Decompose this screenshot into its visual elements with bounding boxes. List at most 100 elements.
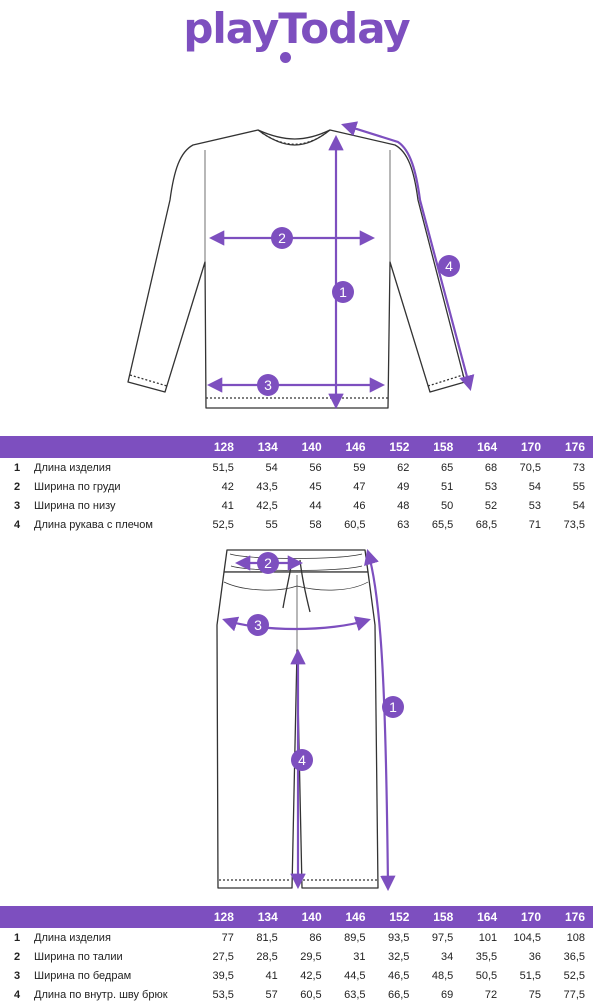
table-cell: 41 — [221, 499, 234, 512]
svg-text:2: 2 — [264, 555, 272, 571]
table-cell: 97,5 — [431, 931, 454, 944]
table-cell: 53 — [484, 480, 498, 493]
row-label: Длина изделия — [34, 931, 111, 944]
svg-text:1: 1 — [389, 699, 397, 715]
row-number: 1 — [14, 461, 21, 474]
table-cell: 63 — [397, 518, 410, 531]
table-cell: 54 — [265, 461, 278, 474]
table-cell: 68,5 — [475, 518, 498, 531]
pants-size-table: 128 134 140 146 152 158 164 170 176 1 Дл… — [0, 906, 593, 1004]
table-cell: 77 — [221, 931, 234, 944]
pants-marker-4: 4 — [291, 749, 313, 771]
table-cell: 36,5 — [563, 950, 585, 963]
table-cell: 44 — [309, 499, 322, 512]
size-header: 152 — [389, 440, 410, 454]
table-row: 4 Длина по внутр. шву брюк 53,5 57 60,5 … — [0, 985, 593, 1004]
table-row: 1 Длина изделия 77 81,5 86 89,5 93,5 97,… — [0, 928, 593, 947]
brand-logo: playToday — [183, 4, 410, 53]
table-cell: 63,5 — [344, 988, 366, 1001]
table-cell: 51,5 — [519, 969, 541, 982]
size-header: 134 — [257, 910, 278, 924]
table-cell: 31 — [353, 950, 366, 963]
table-cell: 60,5 — [344, 518, 366, 531]
table-cell: 53,5 — [212, 988, 234, 1001]
size-header: 128 — [213, 440, 234, 454]
table-cell: 53 — [528, 499, 541, 512]
table-cell: 68 — [484, 461, 498, 474]
table-cell: 75 — [528, 988, 541, 1001]
table-row: 3 Ширина по низу 41 42,5 44 46 48 50 52 … — [0, 496, 593, 515]
table-cell: 49 — [397, 480, 410, 493]
top-measure-lines — [206, 121, 475, 410]
table-cell: 45 — [309, 480, 322, 493]
top-marker-4: 4 — [438, 255, 460, 277]
table-cell: 36 — [528, 950, 541, 963]
table-cell: 39,5 — [212, 969, 234, 982]
table-cell: 48 — [397, 499, 410, 512]
svg-text:3: 3 — [254, 617, 262, 633]
row-number: 3 — [14, 499, 21, 512]
svg-text:4: 4 — [298, 752, 306, 768]
row-label: Ширина по бедрам — [34, 969, 132, 982]
row-number: 3 — [14, 969, 21, 982]
table-cell: 62 — [397, 461, 410, 474]
table-row: 2 Ширина по груди 42 43,5 45 47 49 51 53… — [0, 477, 593, 496]
table-cell: 42,5 — [300, 969, 322, 982]
size-header: 176 — [564, 440, 585, 454]
table-cell: 86 — [309, 931, 322, 944]
top-size-table: 128 134 140 146 152 158 164 170 176 1 Дл… — [0, 436, 593, 534]
table-cell: 58 — [309, 518, 322, 531]
table-cell: 52,5 — [212, 518, 234, 531]
size-header: 152 — [389, 910, 410, 924]
top-marker-1: 1 — [332, 281, 354, 303]
size-header: 128 — [213, 910, 234, 924]
size-header: 170 — [520, 440, 541, 454]
table-cell: 42 — [221, 480, 234, 493]
table-row: 3 Ширина по бедрам 39,5 41 42,5 44,5 46,… — [0, 966, 593, 985]
row-number: 4 — [14, 518, 21, 531]
top-marker-3: 3 — [257, 374, 279, 396]
table-cell: 42,5 — [256, 499, 278, 512]
table-cell: 65 — [441, 461, 454, 474]
brand-logo-dot — [280, 52, 291, 63]
row-number: 2 — [14, 950, 21, 963]
row-label: Длина по внутр. шву брюк — [34, 988, 168, 1001]
row-label: Ширина по талии — [34, 950, 123, 963]
size-header: 164 — [477, 910, 498, 924]
table-cell: 73 — [572, 461, 585, 474]
table-cell: 66,5 — [387, 988, 410, 1001]
pants-marker-1: 1 — [382, 696, 404, 718]
size-header: 134 — [257, 440, 278, 454]
svg-text:1: 1 — [339, 284, 347, 300]
table-cell: 50 — [441, 499, 454, 512]
table-cell: 48,5 — [431, 969, 454, 982]
pants-marker-3: 3 — [247, 614, 269, 636]
table-cell: 46 — [353, 499, 366, 512]
size-header: 140 — [301, 910, 322, 924]
table-cell: 56 — [309, 461, 322, 474]
table-row: 1 Длина изделия 51,5 54 56 59 62 65 68 7… — [0, 458, 593, 477]
table-cell: 77,5 — [563, 988, 585, 1001]
table-cell: 59 — [353, 461, 366, 474]
table-cell: 81,5 — [256, 931, 278, 944]
table-cell: 60,5 — [300, 988, 322, 1001]
pants-table-header: 128 134 140 146 152 158 164 170 176 — [0, 906, 593, 928]
table-cell: 27,5 — [212, 950, 234, 963]
table-cell: 73,5 — [563, 518, 585, 531]
size-header: 158 — [433, 910, 454, 924]
table-cell: 72 — [484, 988, 498, 1001]
table-cell: 93,5 — [387, 931, 410, 944]
row-number: 4 — [14, 988, 21, 1001]
table-row: 4 Длина рукава с плечом 52,5 55 58 60,5 … — [0, 515, 593, 534]
size-header: 176 — [564, 910, 585, 924]
table-cell: 71 — [528, 518, 541, 531]
table-cell: 104,5 — [513, 931, 541, 944]
table-cell: 108 — [566, 931, 585, 944]
table-cell: 52 — [484, 499, 498, 512]
table-cell: 46,5 — [387, 969, 410, 982]
row-label: Ширина по груди — [34, 480, 121, 493]
table-cell: 55 — [265, 518, 278, 531]
size-header: 140 — [301, 440, 322, 454]
table-cell: 70,5 — [519, 461, 541, 474]
table-cell: 34 — [441, 950, 454, 963]
